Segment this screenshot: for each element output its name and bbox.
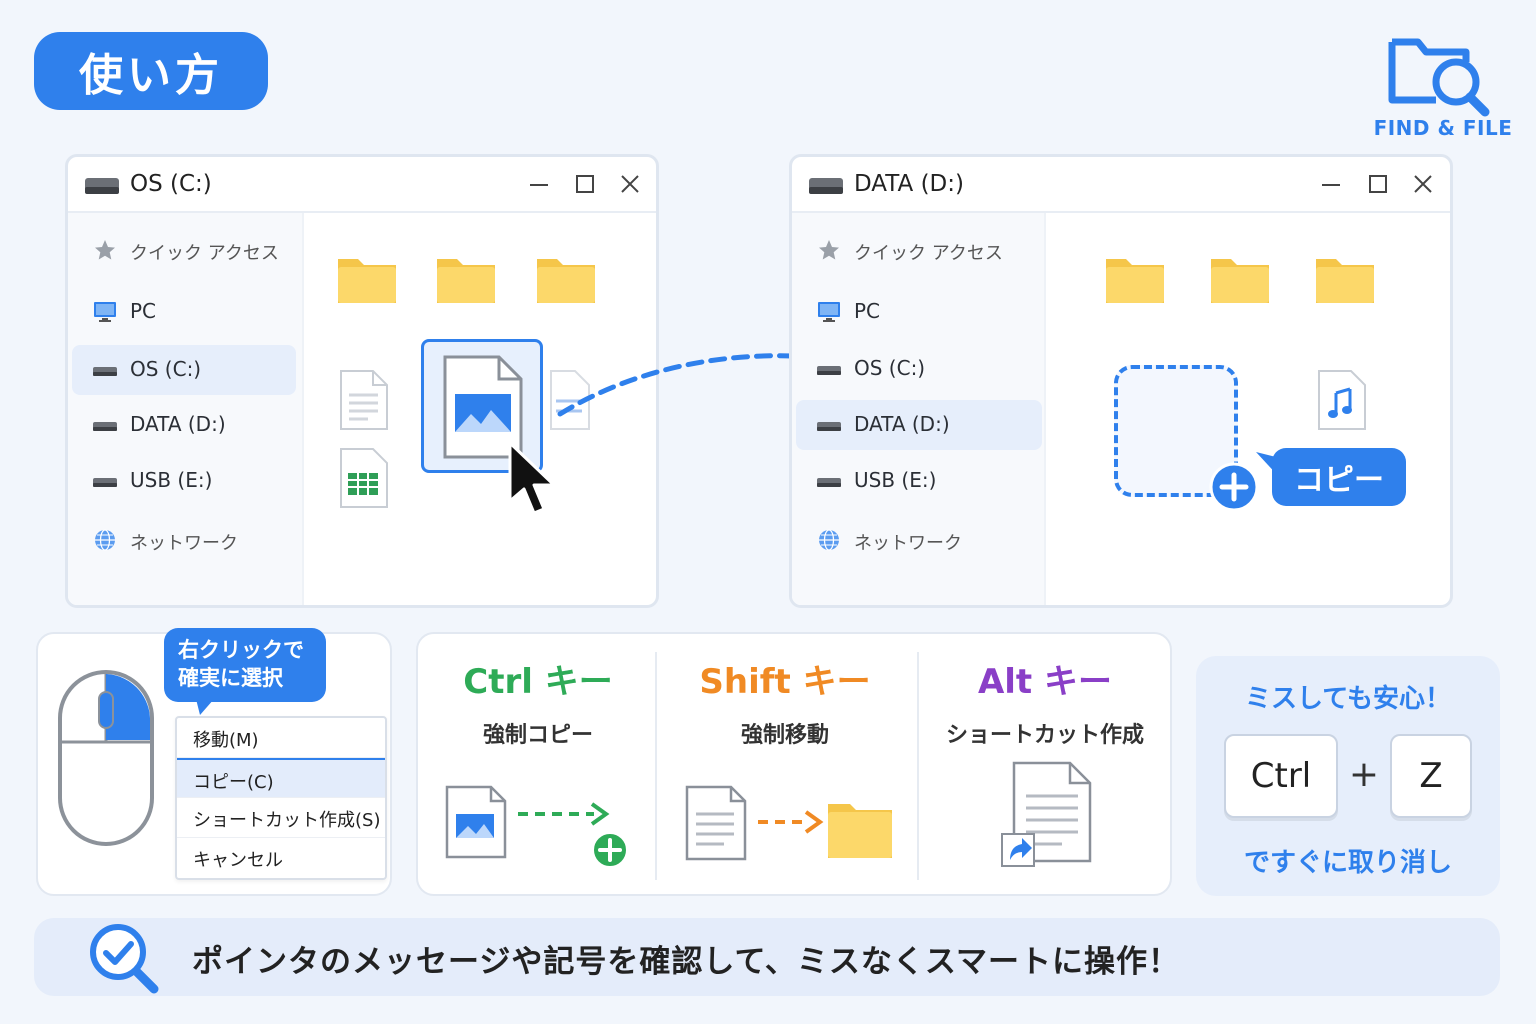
context-menu: 移動(M) コピー(C) ショートカット作成(S) キャンセル: [175, 716, 387, 880]
star-icon: [95, 240, 115, 260]
ctrl-key-action: 強制コピー: [482, 723, 593, 748]
logo-text: FIND & FILE: [1373, 116, 1513, 140]
text-file-icon[interactable]: [338, 369, 390, 431]
find-and-file-logo: FIND & FILE: [1368, 28, 1518, 148]
navigation-pane: クイック アクセス PC OS (C:) DATA (D:) USB (E:) …: [792, 213, 1046, 605]
alt-key-section: Alt キー ショートカット作成: [930, 654, 1160, 749]
nav-item-os-c[interactable]: OS (C:): [72, 345, 296, 395]
nav-item-pc[interactable]: PC: [72, 287, 296, 337]
shift-key-action: 強制移動: [740, 723, 829, 748]
nav-item-pc[interactable]: PC: [796, 287, 1020, 337]
drive-icon: [85, 178, 119, 194]
nav-item-data-d[interactable]: DATA (D:): [72, 400, 296, 450]
drive-icon: [93, 478, 117, 487]
folder-icon[interactable]: [1314, 253, 1376, 305]
divider: [917, 652, 919, 880]
minimize-icon[interactable]: [526, 171, 552, 197]
nav-item-quick-access[interactable]: クイック アクセス: [72, 225, 296, 275]
selected-image-file[interactable]: [421, 339, 543, 473]
source-explorer-window: OS (C:) クイック アクセス PC OS (C:) DATA (D:) U…: [65, 154, 659, 608]
undo-caption: ですぐに取り消し: [1243, 848, 1452, 878]
undo-card: ミスしても安心！ Ctrl + Z ですぐに取り消し: [1196, 656, 1500, 896]
footer-text: ポインタのメッセージや記号を確認して、ミスなくスマートに操作！: [192, 944, 1180, 980]
ctrl-key-section: Ctrl キー 強制コピー: [440, 654, 636, 749]
magnifier-check-icon: [90, 924, 159, 994]
destination-explorer-window: DATA (D:) クイック アクセス PC OS (C:) DATA (D:)…: [789, 154, 1453, 608]
monitor-icon: [94, 302, 116, 322]
close-icon[interactable]: [1410, 171, 1436, 197]
folder-icon[interactable]: [1104, 253, 1166, 305]
shortcut-illustration: [1001, 761, 1092, 867]
folder-search-icon: [1388, 38, 1490, 117]
force-copy-illustration: [445, 785, 628, 868]
drive-icon: [93, 422, 117, 431]
nav-item-network[interactable]: ネットワーク: [796, 515, 1020, 565]
globe-icon: [819, 529, 839, 551]
ctrl-key-label: Ctrl キー: [463, 662, 613, 702]
drive-icon: [809, 178, 843, 194]
nav-item-quick-access[interactable]: クイック アクセス: [796, 225, 1020, 275]
drive-icon: [817, 366, 841, 375]
alt-key-action: ショートカット作成: [945, 723, 1144, 748]
nav-item-data-d[interactable]: DATA (D:): [796, 400, 1042, 450]
plus-circle-icon: [1209, 462, 1259, 512]
copy-badge: コピー: [1272, 448, 1406, 506]
close-icon[interactable]: [617, 171, 643, 197]
menu-item-cancel[interactable]: キャンセル: [193, 850, 283, 871]
monitor-icon: [818, 302, 840, 322]
star-icon: [819, 240, 839, 260]
minimize-icon[interactable]: [1318, 171, 1344, 197]
z-keycap: Z: [1390, 734, 1472, 818]
footer-tip-bar: ポインタのメッセージや記号を確認して、ミスなくスマートに操作！: [34, 918, 1500, 996]
window-title: OS (C:): [130, 171, 212, 197]
folder-icon[interactable]: [535, 253, 597, 305]
window-title: DATA (D:): [854, 171, 964, 197]
mouse-right-button-icon: [58, 670, 154, 846]
spreadsheet-file-icon[interactable]: [338, 447, 390, 509]
alt-key-label: Alt キー: [977, 662, 1113, 702]
divider: [655, 652, 657, 880]
menu-item-move[interactable]: 移動(M): [177, 718, 385, 758]
maximize-icon[interactable]: [1365, 171, 1391, 197]
music-file-icon[interactable]: [1316, 369, 1368, 431]
plus-sign: +: [1348, 754, 1380, 795]
bubble-tail: [196, 699, 214, 715]
force-move-illustration: [685, 785, 892, 861]
window-titlebar: DATA (D:): [792, 157, 1450, 213]
window-titlebar: OS (C:): [68, 157, 656, 213]
folder-icon[interactable]: [435, 253, 497, 305]
globe-icon: [95, 529, 115, 551]
ctrl-keycap: Ctrl: [1224, 734, 1338, 818]
drive-icon: [817, 478, 841, 487]
drive-icon: [93, 367, 117, 376]
nav-item-usb-e[interactable]: USB (E:): [796, 456, 1020, 506]
shift-key-section: Shift キー 強制移動: [680, 654, 890, 749]
undo-heading: ミスしても安心！: [1245, 684, 1451, 714]
nav-item-os-c[interactable]: OS (C:): [796, 344, 1020, 394]
nav-item-network[interactable]: ネットワーク: [72, 515, 296, 565]
page-title: 使い方: [34, 32, 268, 110]
folder-icon[interactable]: [336, 253, 398, 305]
mouse-cursor-icon: [508, 441, 556, 515]
maximize-icon[interactable]: [572, 171, 598, 197]
image-file-icon: [443, 355, 523, 459]
right-click-tip-bubble: 右クリックで 確実に選択: [164, 628, 326, 702]
folder-icon[interactable]: [1209, 253, 1271, 305]
shift-key-label: Shift キー: [699, 662, 871, 702]
navigation-pane: クイック アクセス PC OS (C:) DATA (D:) USB (E:) …: [68, 213, 304, 605]
menu-item-copy[interactable]: コピー(C): [177, 758, 385, 798]
drive-icon: [817, 422, 841, 431]
menu-item-create-shortcut[interactable]: ショートカット作成(S): [177, 798, 385, 838]
nav-item-usb-e[interactable]: USB (E:): [72, 456, 296, 506]
